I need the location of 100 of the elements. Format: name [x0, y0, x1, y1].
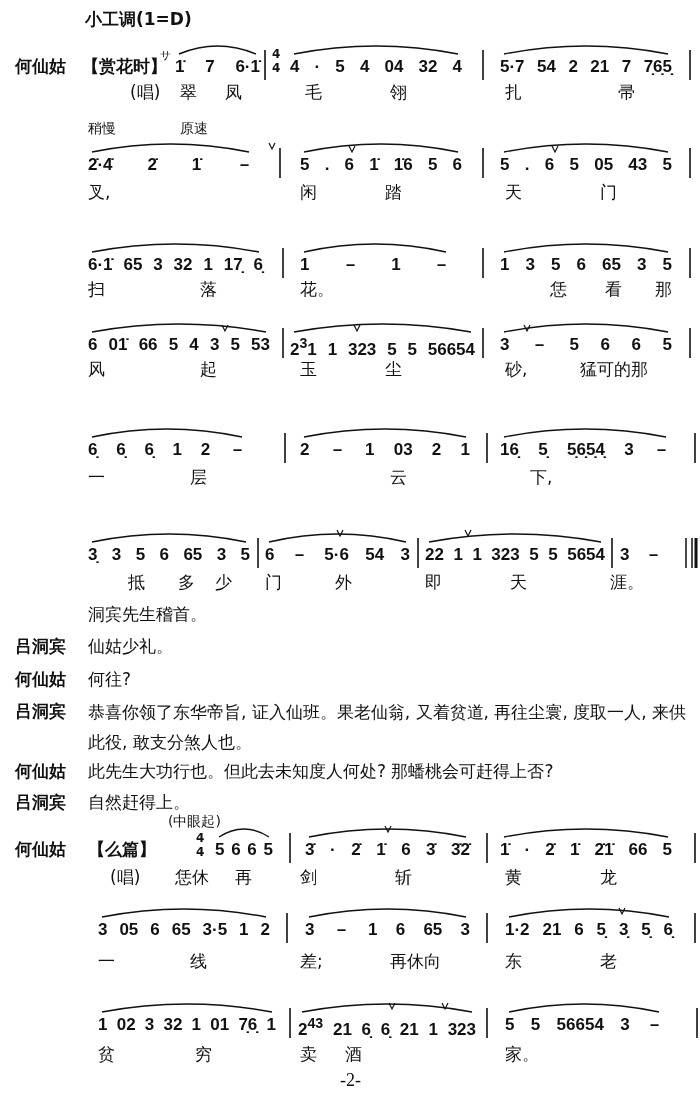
time-signature-digit: 4 [272, 62, 281, 76]
lyric: 扫 [88, 280, 105, 300]
speaker-name: 吕洞宾 [15, 637, 66, 657]
lyric: (唱) [110, 868, 141, 888]
note-group: 2̇·4̇ 2̇ 1̇ － [88, 155, 253, 175]
lyric: 一 [98, 952, 115, 972]
lyric: 踏 [385, 183, 402, 203]
lyric: 起 [200, 360, 217, 380]
time-signature-digit: 4 [196, 832, 205, 846]
note-group: 3̣ 3 5 6 65 3 5 [88, 545, 250, 565]
note-group: 16̣ 5̣ 5̣6̣5̣4̣ 3 － [500, 440, 670, 460]
note-group: 3 05 6 65 3·5 1 2 [98, 920, 270, 940]
lyric: 砂, [505, 360, 528, 380]
title: 小工调(1=D) [85, 10, 192, 30]
note-group: 5 6 6 5 [215, 840, 273, 860]
speaker-name: 何仙姑 [15, 840, 66, 860]
note-group: 6̣ 6̣ 6̣ 1 2 － [88, 440, 246, 460]
note-group: 6·1̇ 65 3 32 1 17̣ 6̣ [88, 255, 263, 275]
note-group: 2$^{43}$ 21 6̣ 6̣ 21 1 323 [298, 1015, 476, 1040]
lyric: 扎 [505, 83, 522, 103]
lyric: 看 [605, 280, 622, 300]
lyric: 线 [190, 952, 207, 972]
lyric: 一 [88, 468, 105, 488]
note-group: 1·2 21 6 5̣ 3̣ 5̣ 6̣ [505, 920, 673, 940]
note-group: 1 － 1 － [300, 255, 450, 275]
lyric: 家。 [505, 1045, 539, 1065]
lyric: 再 [235, 868, 252, 888]
note-group: 1̇ 7 6·1̇ [175, 57, 260, 77]
lyric: 斩 [395, 868, 412, 888]
lyric: 抵 [128, 573, 145, 593]
lyric: 剑 [300, 868, 317, 888]
speaker-name: 吕洞宾 [15, 702, 66, 722]
dialogue-line: 自然赶得上。 [88, 793, 190, 813]
lyric: 门 [265, 573, 282, 593]
dialogue-line: 洞宾先生稽首。 [88, 605, 207, 625]
time-signature-digit: 4 [196, 846, 205, 860]
lyric: 毛 [305, 83, 322, 103]
lyric: 龙 [600, 868, 617, 888]
speaker-name: 何仙姑 [15, 762, 66, 782]
note-group: 1̇ · 2̇ 1̇ 2̇1̇ 66 5 [500, 840, 672, 860]
lyric: 翎 [390, 83, 407, 103]
lyric: 恁 [550, 280, 567, 300]
note-group: 5 . 6 1̇ 1̇6 5 6 [300, 155, 462, 175]
dialogue-line: 仙姑少礼。 [88, 637, 173, 657]
note-group: 2 － 1 03 2 1 [300, 440, 470, 460]
note-group: 4 · 5 4 04 32 4 [290, 57, 462, 77]
note-group: 6 － 5·6 54 3 [265, 545, 410, 565]
lyric: 外 [335, 573, 352, 593]
lyric: 卖 [300, 1045, 317, 1065]
lyric: 云 [390, 468, 407, 488]
lyric: 门 [600, 183, 617, 203]
note-group: 2$^{3}$1 1 323 5 5 56654 [290, 335, 475, 360]
time-signature-digit: 4 [272, 48, 281, 62]
note-group: 3 － 5 6 6 5 [500, 335, 672, 355]
lyric: 恁休 [175, 868, 209, 888]
lyric: 天 [510, 573, 527, 593]
tune-name: 【么篇】 [88, 840, 156, 860]
speaker-name: 何仙姑 [15, 670, 66, 690]
note-group: 22 1 1 323 5 5 5654 [425, 545, 605, 565]
lyric: 层 [190, 468, 207, 488]
dialogue-line: 何往? [88, 670, 132, 690]
lyric: 帚 [618, 83, 635, 103]
tempo-mark: 原速 [180, 120, 208, 137]
lyric: 多 [178, 573, 195, 593]
dialogue-line: 恭喜你领了东华帝旨, 证入仙班。果老仙翁, 又着贫道, 再往尘寰, 度取一人, 来供此役, 敢支分煞人也。 [88, 701, 688, 754]
note-group: 5 5 56654 3 － [505, 1015, 663, 1035]
lyric: 东 [505, 952, 522, 972]
lyric: 少 [215, 573, 232, 593]
lyric: 那 [655, 280, 672, 300]
lyric: 涯。 [610, 573, 644, 593]
lyric: 再休向 [390, 952, 441, 972]
lyric: 闲 [300, 183, 317, 203]
note-group: 1 3 5 6 65 3 5 [500, 255, 672, 275]
note-group: 3 － [620, 545, 662, 565]
lyric: 凤 [225, 83, 242, 103]
note-group: 3̇ · 2̇ 1̇ 6 3̇ 3̇2̇ [305, 840, 470, 860]
speaker-name: 吕洞宾 [15, 793, 66, 813]
tempo-mark: 稍慢 [88, 120, 116, 137]
dialogue-line: 此先生大功行也。但此去未知度人何处? 那蟠桃会可赶得上否? [88, 762, 554, 782]
speaker-name: 何仙姑 [15, 57, 66, 77]
note-group: 6 01̇ 66 5 4 3 5 53 [88, 335, 270, 355]
lyric: 下, [530, 468, 553, 488]
lyric: (唱) [130, 83, 161, 103]
lyric: 尘 [385, 360, 402, 380]
lyric: 老 [600, 952, 617, 972]
lyric: 天 [505, 183, 522, 203]
lyric: 落 [200, 280, 217, 300]
lyric: 酒 [345, 1045, 362, 1065]
lyric: 贫 [98, 1045, 115, 1065]
note-group: 1 02 3 32 1 01 7̣6̣ 1 [98, 1015, 276, 1035]
page-number: -2- [340, 1070, 361, 1091]
lyric: 即 [425, 573, 442, 593]
note-group: 3 － 1 6 65 3 [305, 920, 470, 940]
tempo-mark: (中眼起) [168, 813, 221, 830]
lyric: 花。 [300, 280, 334, 300]
lyric: 翠 [180, 83, 197, 103]
lyric: 黄 [505, 868, 522, 888]
lyric: 玉 [300, 360, 317, 380]
lyric: 差; [300, 952, 323, 972]
note-group: 5 . 6 5 05 43 5 [500, 155, 672, 175]
